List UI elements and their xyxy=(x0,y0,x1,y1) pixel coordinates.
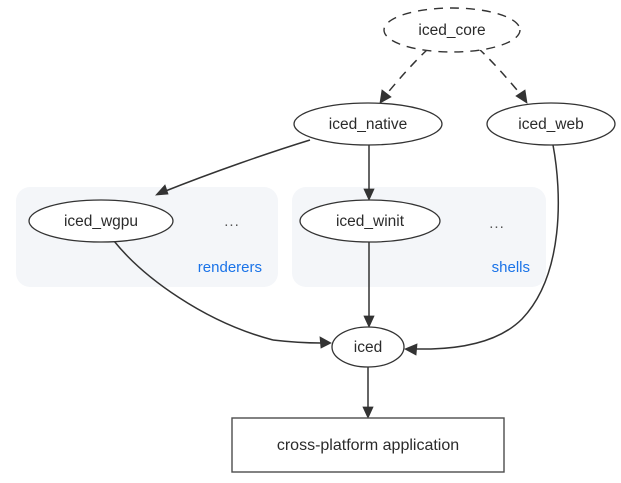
edge-line xyxy=(162,139,311,193)
edge-line xyxy=(384,48,429,97)
node-iced-wgpu-shape[interactable] xyxy=(28,199,174,243)
cluster-shells-label: shells xyxy=(492,259,530,276)
node-cross-platform-application[interactable]: cross-platform application xyxy=(231,417,505,473)
node-iced-native-label: iced_native xyxy=(329,116,407,133)
node-iced-shape[interactable] xyxy=(331,326,405,368)
node-iced-web[interactable]: iced_web xyxy=(486,102,616,146)
cluster-renderers-label: renderers xyxy=(198,259,262,276)
node-iced-native[interactable]: iced_native xyxy=(293,102,443,146)
arrow-head-icon xyxy=(362,406,374,419)
edge-line xyxy=(477,47,523,97)
arrow-head-icon xyxy=(319,336,332,349)
edge-iced_native-to-iced_winit xyxy=(363,145,375,201)
node-iced-label: iced xyxy=(354,339,382,356)
edge-iced_native-to-iced_wgpu xyxy=(155,139,311,196)
edge-line xyxy=(113,240,274,341)
node-iced[interactable]: iced xyxy=(331,326,405,368)
edge-iced_web-to-iced xyxy=(404,144,560,356)
node-iced-web-shape[interactable] xyxy=(486,102,616,146)
node-iced-winit-shape[interactable] xyxy=(299,199,441,243)
node-iced-native-shape[interactable] xyxy=(293,102,443,146)
edge-iced_core-to-iced_native xyxy=(379,48,429,104)
node-iced-core[interactable]: iced_core xyxy=(383,7,521,53)
edge-iced-to-app xyxy=(362,367,374,419)
node-iced-wgpu[interactable]: iced_wgpu xyxy=(28,199,174,243)
arrow-head-icon xyxy=(363,315,375,328)
node-iced-winit[interactable]: iced_winit xyxy=(299,199,441,243)
arrow-head-icon xyxy=(379,89,392,104)
node-app-shape[interactable] xyxy=(231,417,505,473)
node-app-label: cross-platform application xyxy=(277,437,459,454)
node-iced-core-label: iced_core xyxy=(418,22,485,39)
edge-iced_winit-to-iced xyxy=(363,242,375,328)
renderers-more-placeholder: ... xyxy=(224,213,240,230)
node-iced-wgpu-label: iced_wgpu xyxy=(64,213,138,230)
edge-iced_core-to-iced_web xyxy=(477,47,528,104)
edge-line xyxy=(430,144,560,350)
arrow-head-icon xyxy=(515,89,528,104)
edge-iced_wgpu-to-iced xyxy=(113,240,332,349)
arrow-head-icon xyxy=(404,343,418,356)
node-iced-winit-label: iced_winit xyxy=(336,213,405,230)
arrow-head-icon xyxy=(363,188,375,201)
shells-more-placeholder: ... xyxy=(489,215,505,232)
node-iced-core-shape[interactable] xyxy=(383,7,521,53)
edge-line-tail xyxy=(272,339,322,344)
node-iced-web-label: iced_web xyxy=(518,116,584,133)
arrow-head-icon xyxy=(155,184,169,196)
